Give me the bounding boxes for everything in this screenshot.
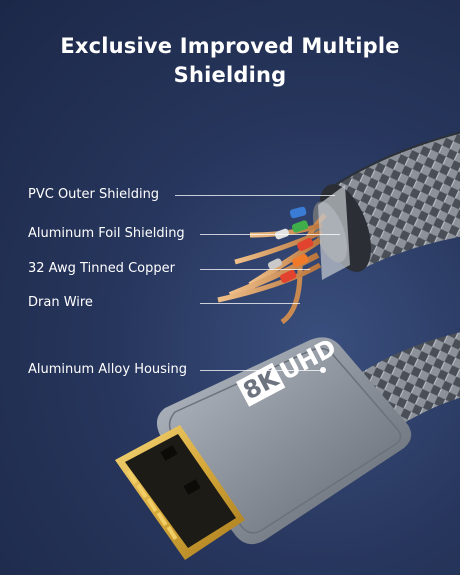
leader-drain xyxy=(200,303,300,304)
leader-copper xyxy=(200,269,310,270)
label-tinned-copper: 32 Awg Tinned Copper xyxy=(28,261,175,276)
page-title: Exclusive Improved Multiple Shielding xyxy=(0,32,460,90)
title-line-2: Shielding xyxy=(173,63,287,87)
label-drain-wire: Dran Wire xyxy=(28,295,93,310)
title-line-1: Exclusive Improved Multiple xyxy=(60,34,400,58)
label-aluminum-alloy-housing: Aluminum Alloy Housing xyxy=(28,362,188,377)
leader-housing-dot xyxy=(320,367,326,373)
leader-housing xyxy=(200,370,322,371)
hdmi-connector-icon xyxy=(115,337,412,560)
copper-wire-bundle-icon xyxy=(217,185,350,325)
leader-foil xyxy=(200,234,340,235)
label-pvc-outer-shielding: PVC Outer Shielding xyxy=(28,187,160,202)
leader-pvc xyxy=(175,195,335,196)
label-aluminum-foil-shielding: Aluminum Foil Shielding xyxy=(28,226,185,241)
